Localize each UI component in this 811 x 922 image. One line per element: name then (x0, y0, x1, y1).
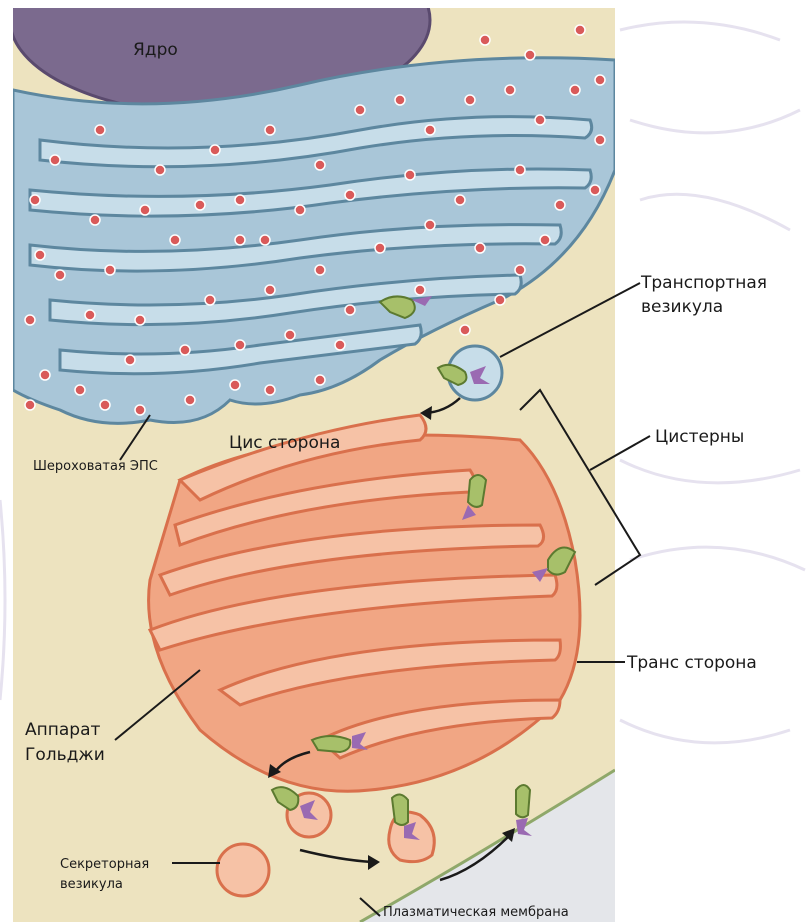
label-golgi-2: Гольджи (25, 745, 105, 765)
label-rough-er: Шероховатая ЭПС (33, 459, 158, 474)
label-cisternae: Цистерны (655, 427, 744, 447)
label-golgi-1: Аппарат (25, 720, 100, 740)
label-trans-side: Транс сторона (626, 653, 757, 673)
label-transport-vesicle-2: везикула (641, 297, 723, 317)
label-plasma-membrane: Плазматическая мембрана (383, 905, 569, 920)
label-transport-vesicle-1: Транспортная (640, 273, 767, 293)
label-secretory-vesicle-1: Секреторная (60, 857, 149, 872)
label-nucleus: Ядро (133, 40, 178, 60)
label-cis-side: Цис сторона (229, 433, 340, 453)
label-secretory-vesicle-2: везикула (60, 877, 123, 892)
